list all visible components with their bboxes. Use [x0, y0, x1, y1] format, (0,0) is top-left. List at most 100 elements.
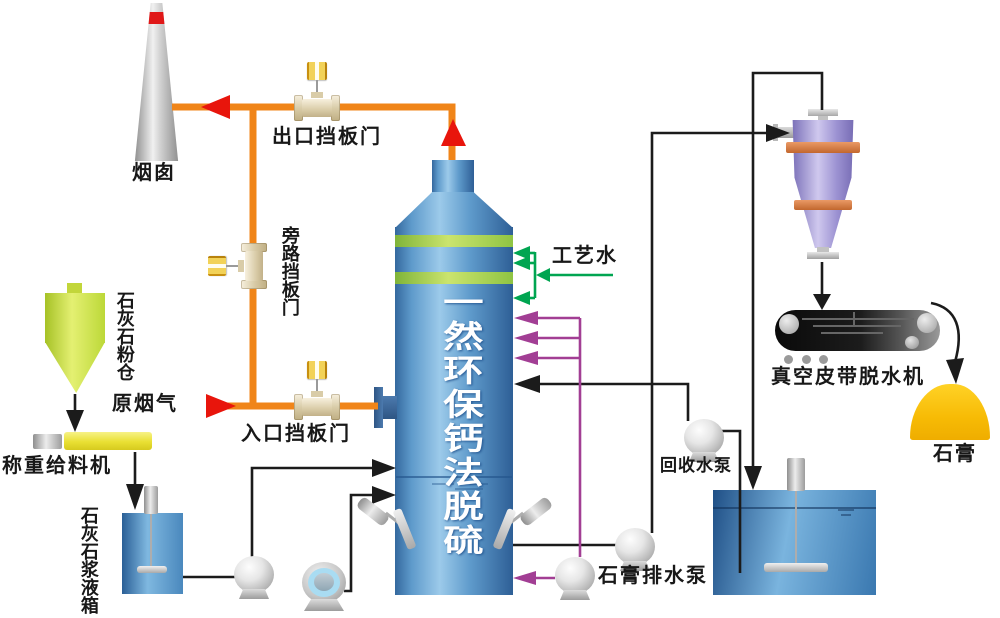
bypass-damper-valve	[208, 243, 268, 289]
label-outlet-damper: 出口挡板门	[272, 124, 382, 148]
label-bypass-damper: 旁路挡板门	[278, 226, 300, 316]
tower-liquid-level-line	[396, 476, 512, 478]
flue-gas-arrows	[201, 95, 466, 418]
tank-wave-mark	[841, 514, 851, 516]
arrow-tower-outlet-up	[441, 119, 466, 146]
process-arrows	[66, 124, 964, 510]
label-chimney: 烟囱	[132, 160, 176, 184]
valve-flange	[294, 394, 303, 420]
label-recovery-pump: 回收水泵	[660, 456, 732, 476]
process-water-lines	[530, 251, 613, 300]
limestone-silo	[45, 283, 105, 393]
spray-arrow-2	[514, 331, 538, 345]
pump-casing	[684, 419, 724, 456]
belt-support-dot	[819, 355, 828, 364]
pump-casing	[615, 528, 655, 565]
feeder-motor	[33, 434, 62, 449]
tower-green-band-upper	[395, 235, 513, 247]
tower-title: 一然环保钙法脱硫	[435, 286, 483, 558]
tower-wave-mark	[470, 483, 488, 485]
slurry-circulation-lines	[536, 316, 582, 580]
belt-roller-left	[779, 314, 799, 334]
pump-base	[620, 561, 650, 571]
spray-arrow-3	[514, 351, 538, 365]
circulation-bottom-arrow	[513, 571, 536, 585]
valve-hub	[311, 92, 323, 98]
valve-flange	[331, 95, 340, 121]
pw-arrow-1	[513, 246, 530, 260]
belt-frame-line	[821, 332, 883, 334]
gypsum-pump-to-cyclone-line	[650, 131, 766, 533]
arrow-slurry-into-tower-1	[372, 459, 396, 477]
recovery-pump-discharge-line	[540, 382, 690, 421]
limestone-slurry-tank	[122, 513, 183, 594]
outlet-damper-valve	[294, 62, 340, 122]
label-inlet-damper: 入口挡板门	[241, 421, 351, 445]
silo-body	[45, 293, 105, 343]
belt-roller-right-lower	[905, 336, 919, 349]
cyclone-top-stem	[818, 116, 828, 122]
pump-eye	[314, 573, 334, 591]
valve-body	[302, 398, 332, 416]
slurry-arrows	[513, 311, 538, 585]
valve-flange	[294, 95, 303, 121]
recovery-tank-agitator-paddle	[764, 563, 828, 572]
belt-roller-right	[917, 313, 937, 333]
cyclone-top-flange	[808, 109, 838, 116]
label-weigh-feeder: 称重给料机	[2, 453, 112, 477]
slurry-tank-agitator-paddle	[137, 566, 167, 573]
pump-base	[689, 452, 719, 462]
gypsum-drain-pump	[615, 528, 655, 571]
label-gypsum: 石膏	[933, 441, 977, 465]
cyclone-bottom-flange	[807, 252, 839, 259]
absorber-tower-body	[395, 227, 513, 595]
cyclone-band-lower	[794, 200, 852, 210]
valve-hub	[311, 391, 323, 397]
valve-hub	[238, 260, 244, 272]
recovery-pump-suction-line	[719, 429, 742, 573]
tower-inlet-flange	[374, 387, 383, 428]
absorber-tower-neck	[432, 160, 474, 194]
tank-wave-mark	[838, 509, 854, 511]
arrow-belt-to-gypsum	[946, 358, 964, 384]
valve-actuator	[307, 361, 327, 379]
recovery-water-pump	[684, 419, 724, 462]
valve-stem	[316, 379, 318, 392]
cyclone-overflow-line	[751, 71, 824, 466]
weigh-feeder	[64, 432, 152, 450]
silo-top-stub	[67, 283, 82, 295]
vacuum-belt-dewaterer	[775, 310, 940, 351]
arrow-cyclone-to-belt	[813, 294, 831, 310]
pump-casing	[234, 556, 274, 593]
pump-base	[560, 590, 590, 600]
valve-body	[302, 99, 332, 117]
arrow-to-chimney	[201, 95, 230, 119]
valve-flange	[241, 280, 267, 289]
arrow-feeder-down	[126, 484, 144, 510]
tower-inlet-flange-hub	[383, 396, 397, 419]
belt-frame-line	[853, 312, 855, 326]
spray-arrow-1	[514, 311, 538, 325]
label-limestone-silo: 石灰石粉仓	[113, 291, 135, 381]
pw-arrow-3	[513, 291, 530, 305]
label-raw-flue-gas: 原烟气	[112, 391, 178, 415]
label-vacuum-belt: 真空皮带脱水机	[771, 364, 925, 388]
cyclone-bottom-stem	[817, 247, 829, 253]
valve-flange	[331, 394, 340, 420]
pumpA-discharge-line	[250, 466, 372, 558]
pumpB-discharge-line	[344, 493, 372, 593]
belt-support-dot	[802, 355, 811, 364]
belt-frame-line	[813, 325, 901, 327]
arrow-recovery-into-tower	[514, 375, 540, 393]
pw-arrow-2	[513, 256, 530, 270]
inlet-damper-valve	[294, 361, 340, 421]
tower-green-band-lower	[395, 272, 513, 284]
arrow-raw-gas-right	[206, 394, 236, 418]
pump-casing	[555, 557, 595, 594]
label-limestone-slurry-tank: 石灰石浆液箱	[77, 506, 99, 614]
pump-base	[239, 589, 269, 599]
valve-stem	[316, 80, 318, 93]
recovery-tank-agitator-motor	[787, 458, 805, 491]
